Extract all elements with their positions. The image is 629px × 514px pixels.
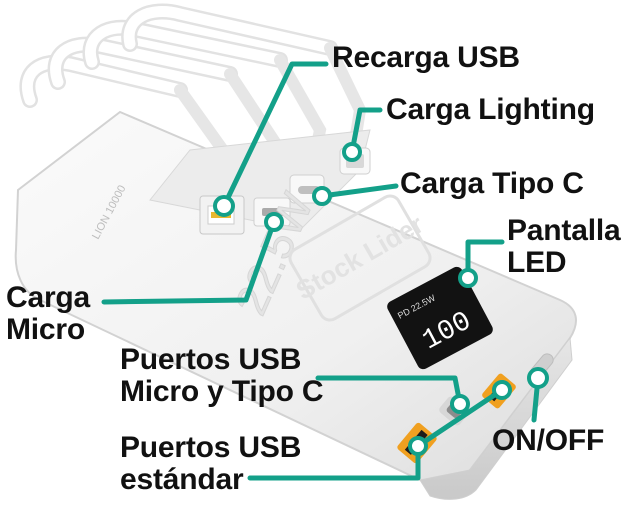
label-carga-tipo-c: Carga Tipo C <box>400 167 584 200</box>
label-estandar-line1: Puertos USB <box>120 431 302 464</box>
label-puertos-micro-tipo-c: Puertos USB Micro y Tipo C <box>120 343 324 409</box>
label-carga-lighting: Carga Lighting <box>386 93 595 126</box>
label-recarga-usb: Recarga USB <box>332 41 520 74</box>
label-puertos-mc-line1: Puertos USB <box>120 343 302 376</box>
label-puertos-estandar: Puertos USB estándar <box>120 431 302 497</box>
led-display: PD 22.5W 100 <box>387 266 493 370</box>
label-estandar-line2: estándar <box>120 463 244 497</box>
label-pantalla-line1: Pantalla <box>507 214 621 247</box>
callout-pantalla-led <box>465 239 505 281</box>
label-carga-micro-line1: Carga <box>6 281 91 314</box>
label-pantalla-led: Pantalla LED <box>507 214 621 280</box>
callout-recarga-usb <box>221 61 329 209</box>
callout-carga-tipo-c <box>319 183 399 199</box>
callout-puertos-estandar <box>247 387 505 481</box>
label-carga-micro-line2: Micro <box>6 313 86 347</box>
callout-carga-micro <box>101 219 277 305</box>
label-puertos-mc-line2: Micro y Tipo C <box>120 375 324 409</box>
callout-lines <box>101 61 549 481</box>
label-pantalla-line2: LED <box>507 246 567 280</box>
label-carga-micro: Carga Micro <box>6 281 91 347</box>
label-on-off: ON/OFF <box>492 424 605 457</box>
callout-carga-lighting <box>349 107 383 155</box>
